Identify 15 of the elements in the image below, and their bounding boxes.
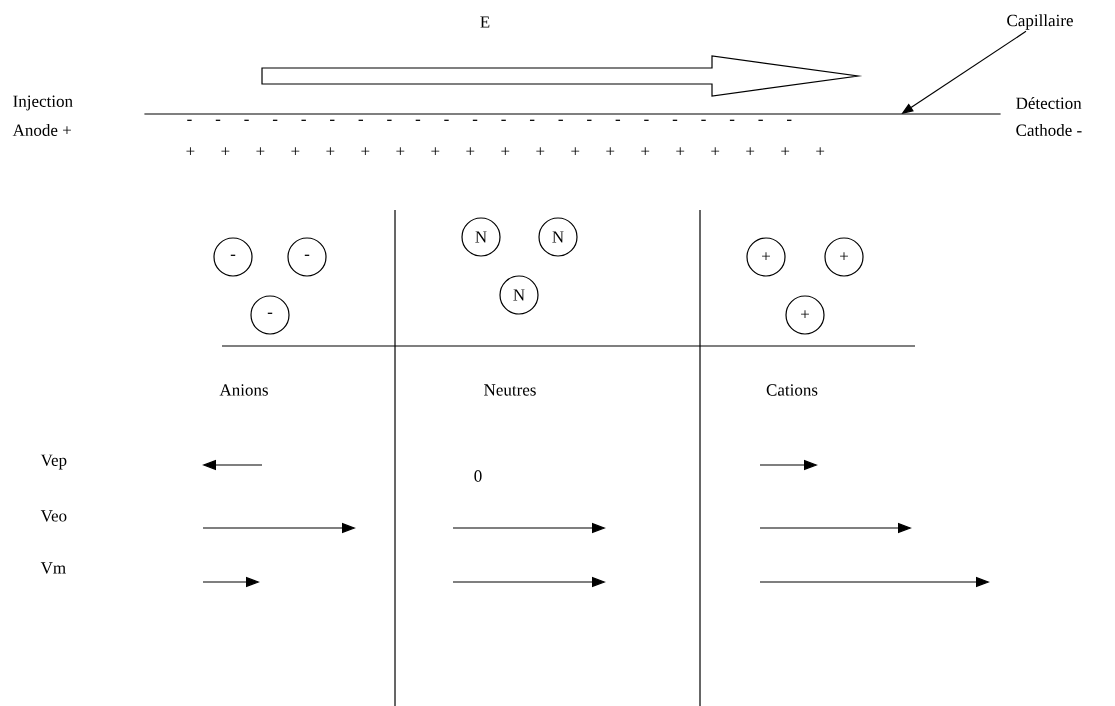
field-label: E <box>480 16 490 28</box>
row-label: Vm <box>40 562 66 574</box>
charge-row: + + + + + + + + + + + + + + + + + + + <box>186 147 825 156</box>
callout-label: Capillaire <box>1007 14 1073 30</box>
row-label: Vep <box>40 454 67 470</box>
electrode-label: Cathode - <box>1016 124 1082 136</box>
capillary-line <box>143 113 1002 115</box>
electrode-label: Anode + <box>12 124 71 136</box>
column-heading: Cations <box>766 384 818 396</box>
electrode-label: Détection <box>1016 97 1082 109</box>
column-heading: Neutres <box>484 384 536 396</box>
electrode-label: Injection <box>13 95 73 111</box>
column-heading: Anions <box>219 384 268 396</box>
velocity-value: 0 <box>474 470 482 482</box>
row-label: Veo <box>40 510 67 522</box>
